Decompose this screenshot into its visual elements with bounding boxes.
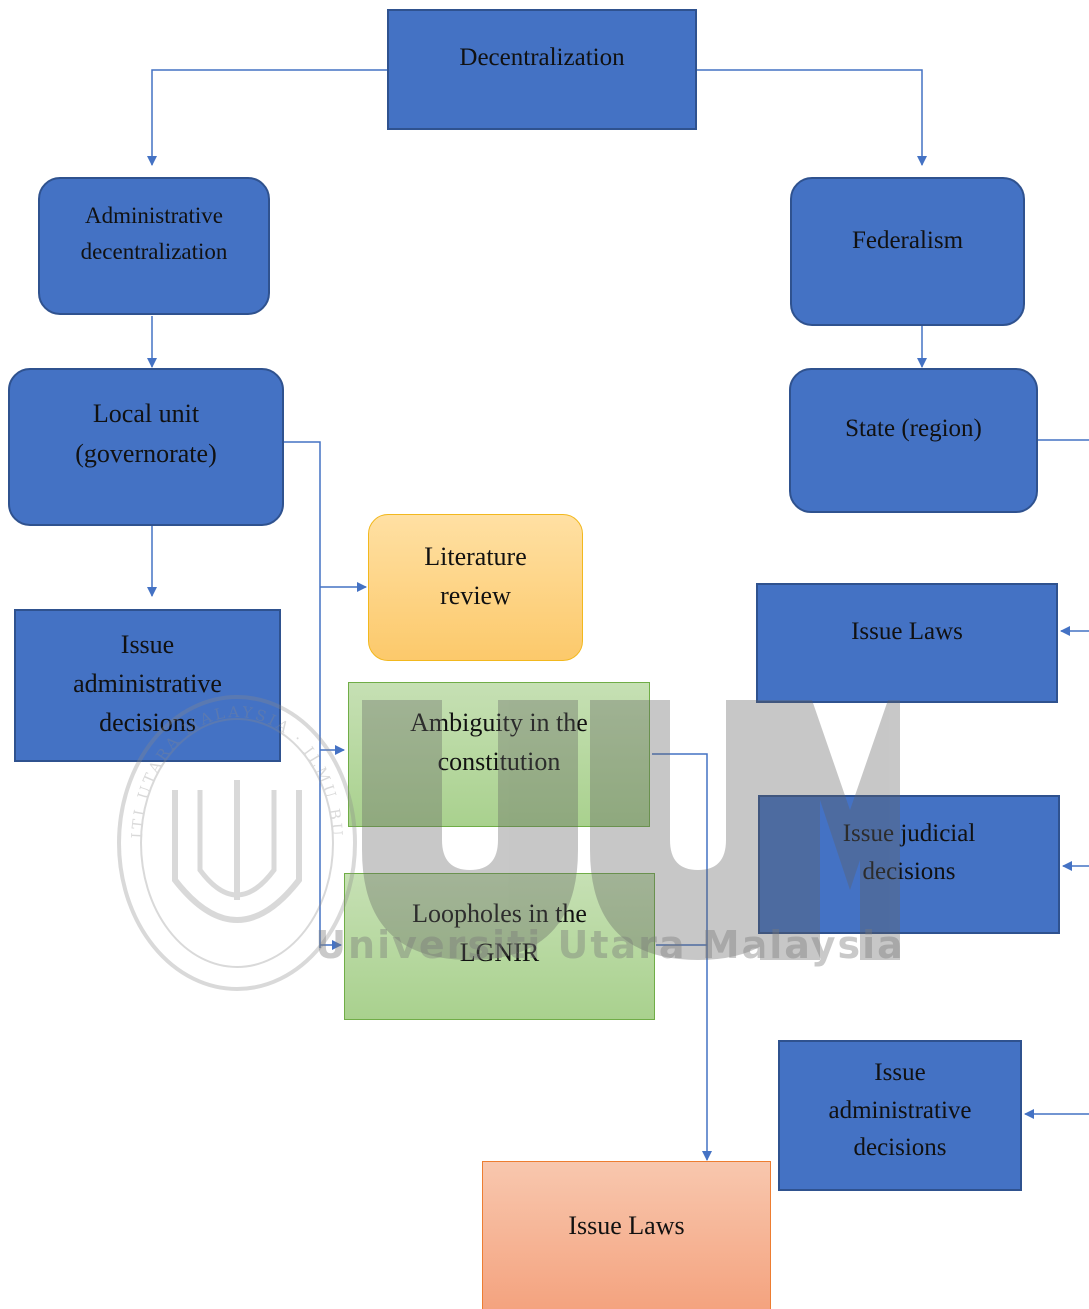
node-issue-administrative-decisions-left: Issue administrative decisions bbox=[14, 609, 281, 762]
node-local-unit: Local unit (governorate) bbox=[8, 368, 284, 526]
node-issue-laws-right: Issue Laws bbox=[756, 583, 1058, 703]
node-state-region: State (region) bbox=[789, 368, 1038, 513]
node-issue-laws-bottom: Issue Laws bbox=[482, 1161, 771, 1309]
node-administrative-decentralization: Administrative decentralization bbox=[38, 177, 270, 315]
node-loopholes-lgnir: Loopholes in the LGNIR bbox=[344, 873, 655, 1020]
node-decentralization: Decentralization bbox=[387, 9, 697, 130]
node-issue-judicial-decisions-right: Issue judicial decisions bbox=[758, 795, 1060, 934]
connector-decentralization-to-admin bbox=[147, 69, 388, 166]
node-issue-administrative-decisions-right: Issue administrative decisions bbox=[778, 1040, 1022, 1191]
connector-ambiguity-to-issue-laws bbox=[652, 753, 712, 1161]
connector-local-to-problems bbox=[284, 441, 321, 948]
node-literature-review: Literature review bbox=[368, 514, 583, 661]
node-ambiguity-constitution: Ambiguity in the constitution bbox=[348, 682, 650, 827]
node-federalism: Federalism bbox=[790, 177, 1025, 326]
connector-decentralization-to-federalism bbox=[696, 69, 927, 166]
